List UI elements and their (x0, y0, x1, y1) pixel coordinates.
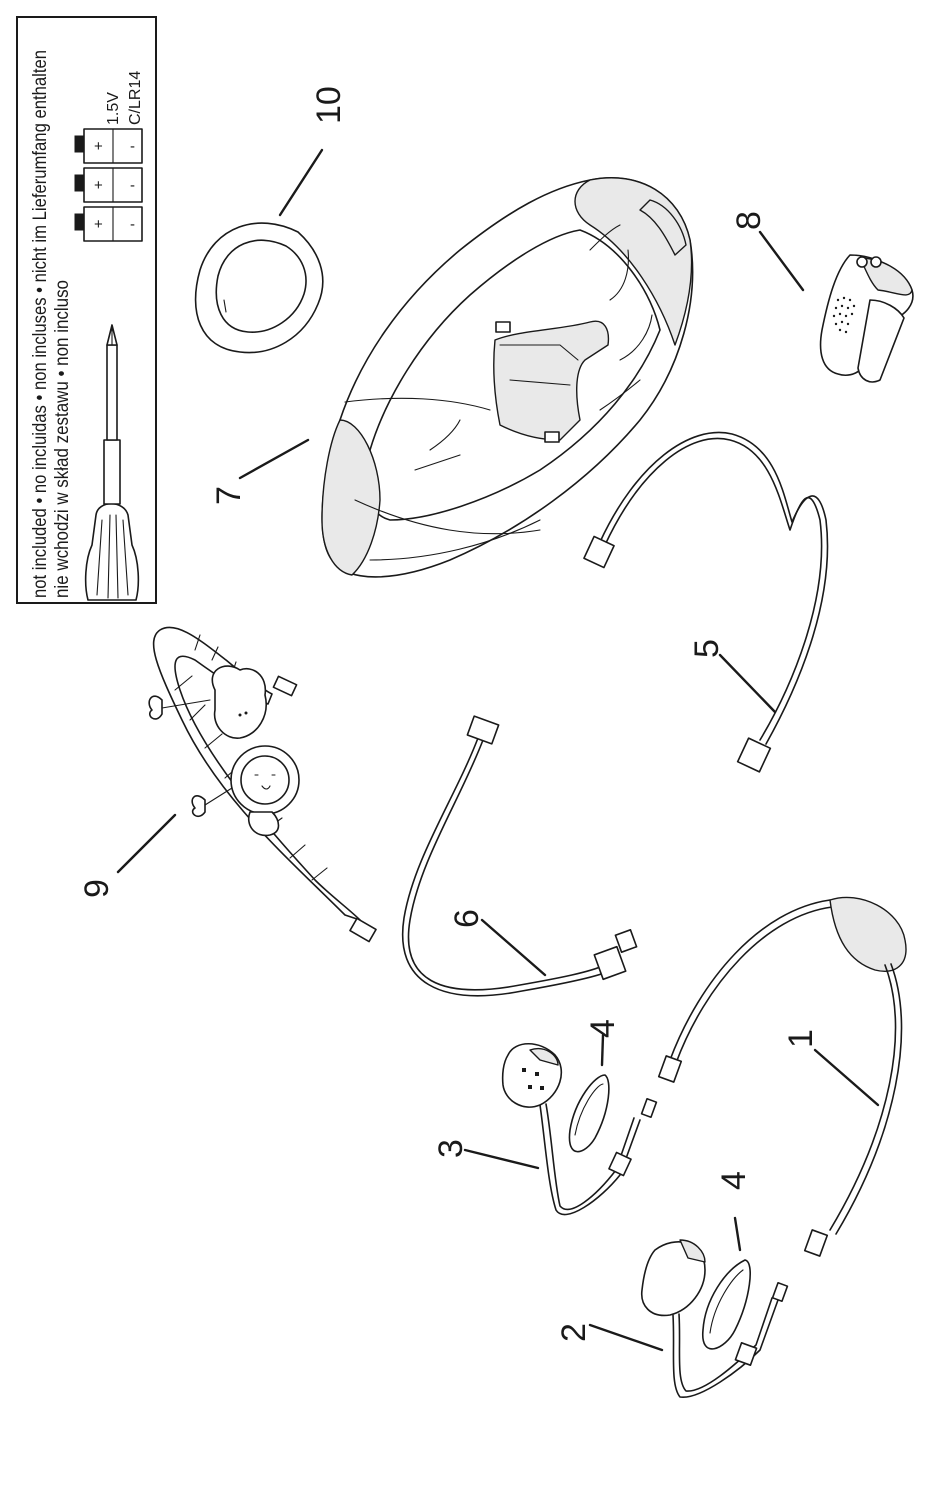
leader-line-7 (240, 440, 308, 478)
svg-text:-: - (130, 216, 135, 233)
callout-1: 1 (782, 1029, 820, 1048)
callout-6: 6 (448, 909, 486, 928)
callout-4-lower: 4 (715, 1171, 753, 1190)
leader-line-9 (118, 815, 175, 872)
not-included-text-line1: not included • no incluidas • non inclus… (30, 50, 51, 598)
leader-line-8 (760, 232, 803, 290)
callout-2: 2 (555, 1323, 593, 1342)
leader-line-2 (590, 1325, 662, 1350)
leader-line-1 (815, 1050, 878, 1105)
callout-10: 10 (310, 86, 348, 124)
leader-line-5 (720, 655, 775, 712)
battery-voltage-label: 1.5V (105, 92, 122, 125)
battery-type-label: C/LR14 (127, 71, 144, 125)
leader-line-4b (735, 1218, 740, 1250)
control-unit-part-8 (821, 255, 913, 382)
leader-line-6 (482, 920, 545, 975)
callout-9: 9 (78, 879, 116, 898)
battery-icon-1: + - (75, 207, 142, 241)
not-included-text-line2: nie wchodzi w skład zestawu • non inclus… (52, 280, 73, 598)
svg-text:-: - (130, 138, 135, 155)
battery-icon-2: + - (75, 168, 142, 202)
callout-8: 8 (730, 211, 768, 230)
leader-line-4a (602, 1035, 603, 1065)
callout-7: 7 (210, 486, 248, 505)
callout-4-upper: 4 (584, 1019, 622, 1038)
cover-part-4-lower (703, 1260, 750, 1349)
wire-pad-part-1 (659, 897, 906, 1256)
wire-part-5 (584, 432, 828, 771)
svg-text:+: + (94, 216, 103, 233)
svg-text:+: + (94, 138, 103, 155)
svg-text:+: + (94, 177, 103, 194)
callout-5: 5 (688, 639, 726, 658)
not-included-box: not included • no incluidas • non inclus… (17, 17, 156, 603)
cover-part-4-upper (569, 1075, 608, 1152)
head-support-part-10 (196, 223, 323, 352)
seat-pad-part-7 (322, 178, 693, 577)
toy-bar-part-9 (149, 627, 376, 941)
leader-line-10 (280, 150, 322, 215)
leader-line-3 (465, 1150, 538, 1168)
svg-text:-: - (130, 177, 135, 194)
battery-icon-3: + - (75, 129, 142, 163)
callout-3: 3 (432, 1139, 470, 1158)
